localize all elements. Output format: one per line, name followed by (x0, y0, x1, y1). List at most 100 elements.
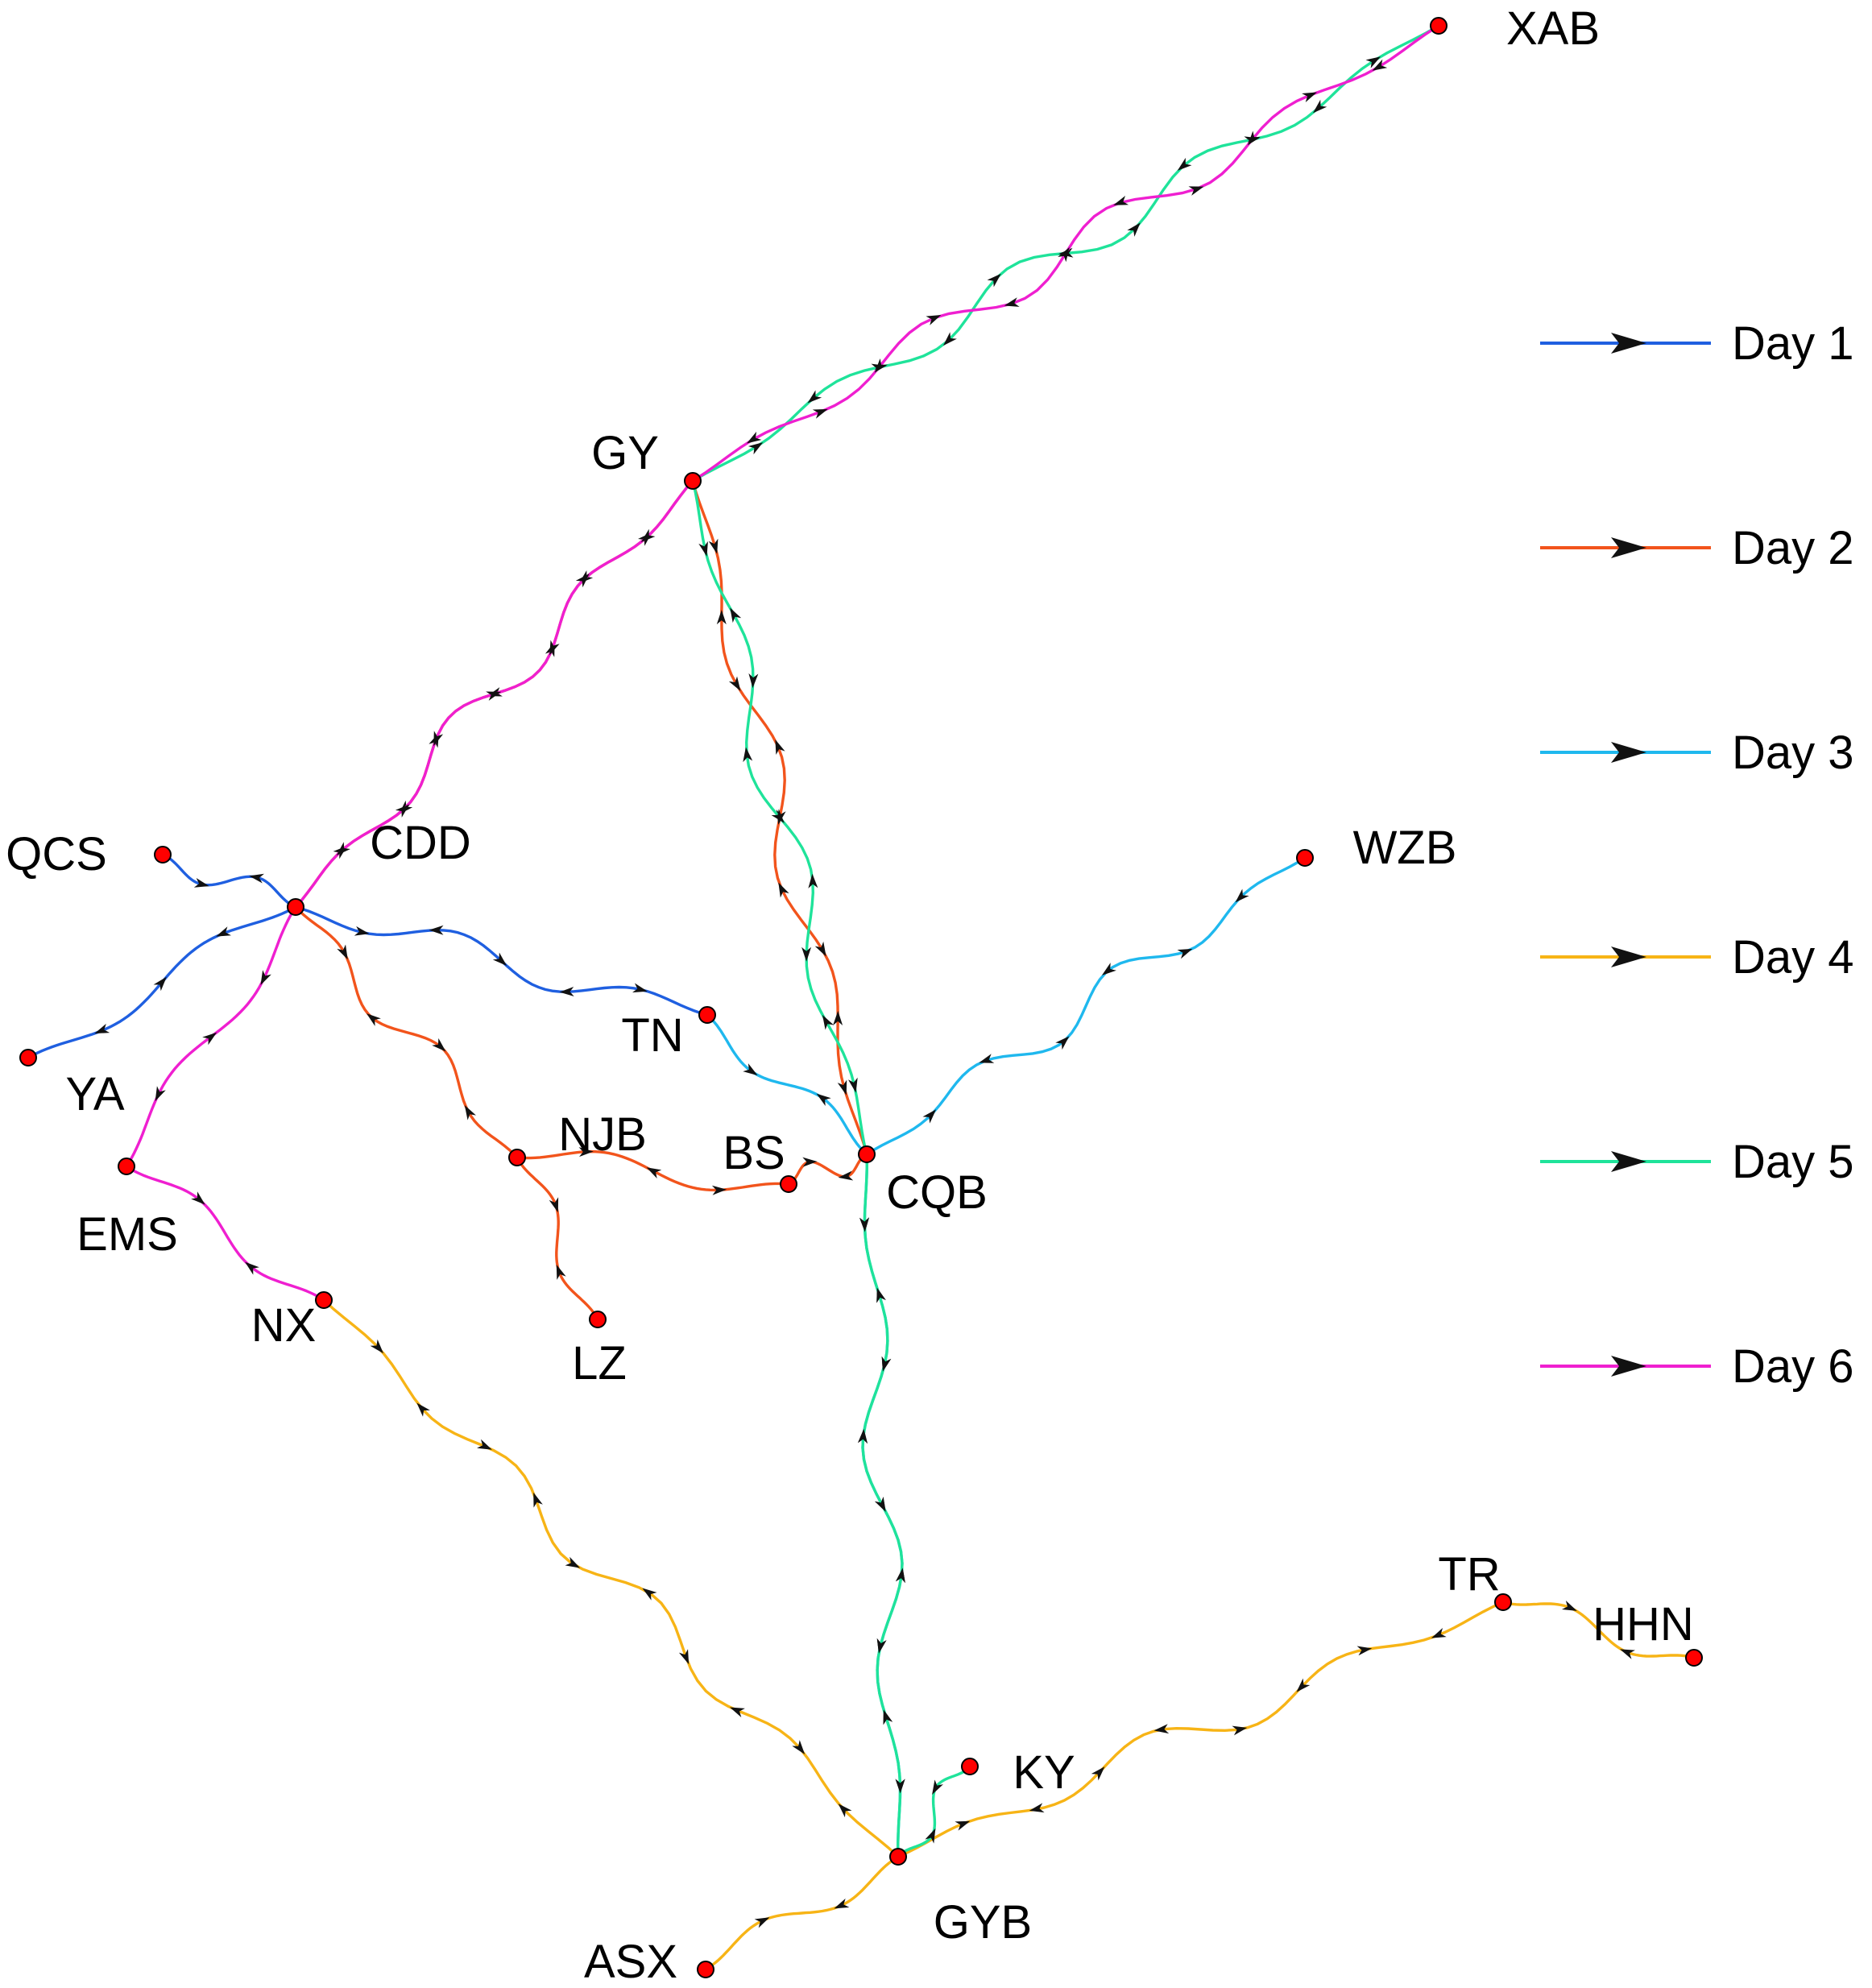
route-day6-ems-nx (126, 1165, 325, 1302)
direction-arrow-icon (1365, 56, 1381, 68)
direction-arrow-icon (876, 1638, 887, 1654)
direction-arrow-icon (153, 976, 167, 992)
legend-label: Day 2 (1732, 522, 1854, 574)
direction-arrow-icon (955, 1820, 971, 1831)
direction-arrow-icon (926, 315, 942, 325)
direction-arrow-icon (730, 607, 742, 623)
direction-arrow-icon (565, 1556, 581, 1568)
direction-arrow-icon (416, 1402, 430, 1417)
direction-arrow-icon (816, 1093, 831, 1107)
station-label-cdd: CDD (370, 817, 471, 869)
direction-arrow-icon (336, 842, 350, 855)
station-label-hhn: HHN (1592, 1598, 1694, 1650)
direction-arrow-icon (433, 731, 444, 747)
direction-arrow-icon (748, 673, 759, 689)
legend-arrow-icon (1611, 742, 1646, 763)
direction-arrow-icon (202, 1032, 217, 1046)
direction-arrow-icon (925, 1828, 936, 1844)
direction-arrow-icon (716, 610, 727, 625)
direction-arrow-icon (895, 1779, 905, 1794)
direction-arrow-icon (792, 1740, 806, 1754)
direction-arrow-icon (822, 1014, 835, 1030)
direction-arrow-icon (881, 1356, 892, 1372)
direction-arrow-icon (429, 925, 444, 935)
direction-arrow-icon (486, 691, 502, 701)
direction-arrow-icon (812, 408, 828, 419)
direction-arrow-icon (808, 873, 818, 888)
direction-arrow-icon (249, 873, 264, 884)
direction-arrow-icon (876, 1287, 886, 1303)
station-label-ems: EMS (77, 1208, 178, 1261)
route-day3-cqb-wzb (866, 856, 1306, 1156)
station-label-ya: YA (65, 1068, 124, 1120)
route-day3-tn-cqb (706, 1013, 868, 1156)
direction-arrow-icon (837, 1079, 847, 1095)
direction-arrow-icon (802, 1157, 818, 1167)
legend-arrow-icon (1611, 333, 1646, 354)
direction-arrow-icon (216, 926, 232, 937)
station-bs (780, 1175, 797, 1193)
direction-arrow-icon (533, 1492, 543, 1508)
station-lz (589, 1311, 607, 1328)
direction-arrow-icon (549, 640, 560, 656)
legend-label: Day 5 (1732, 1136, 1854, 1188)
direction-arrow-icon (642, 1588, 657, 1601)
station-label-njb: NJB (558, 1108, 647, 1161)
direction-arrow-icon (1101, 963, 1116, 975)
direction-arrow-icon (549, 1197, 559, 1213)
route-day2-njb-lz (516, 1157, 599, 1320)
direction-arrow-icon (640, 528, 656, 543)
station-label-xab: XAB (1506, 2, 1600, 55)
station-label-tr: TR (1438, 1548, 1500, 1601)
direction-arrow-icon (1312, 99, 1327, 114)
direction-arrow-icon (698, 541, 708, 557)
direction-arrow-icon (1302, 92, 1317, 103)
routes-layer (27, 24, 1695, 1971)
direction-arrow-icon (1431, 1628, 1447, 1638)
legend-label: Day 1 (1732, 317, 1854, 370)
direction-arrow-icon (193, 878, 209, 888)
direction-arrow-icon (807, 390, 822, 404)
direction-arrow-icon (922, 1109, 937, 1124)
station-ky (961, 1758, 979, 1775)
direction-arrow-icon (646, 1167, 662, 1179)
route-day4-gyb-tr (897, 1601, 1504, 1858)
direction-arrow-icon (859, 1217, 870, 1232)
station-label-bs: BS (723, 1127, 785, 1179)
direction-arrow-icon (1004, 297, 1020, 307)
legend-arrow-icon (1611, 537, 1646, 558)
direction-arrow-icon (1127, 222, 1141, 237)
direction-arrow-icon (1029, 1803, 1045, 1813)
station-xab (1430, 17, 1447, 35)
direction-arrow-icon (1296, 1678, 1311, 1692)
direction-arrow-icon (678, 1649, 690, 1665)
legend-arrow-icon (1611, 1356, 1646, 1377)
station-ems (118, 1158, 135, 1175)
legend-item-day-2: Day 2 (1540, 522, 1854, 574)
direction-arrow-icon (728, 676, 741, 692)
legend-item-day-5: Day 5 (1540, 1136, 1854, 1188)
direction-arrow-icon (492, 952, 507, 967)
direction-arrow-icon (337, 944, 348, 960)
direction-arrow-icon (1177, 157, 1192, 171)
legend-label: Day 4 (1732, 931, 1854, 984)
direction-arrow-icon (1561, 1601, 1577, 1611)
direction-arrow-icon (354, 926, 370, 936)
direction-arrow-icon (477, 1439, 492, 1450)
direction-arrow-icon (575, 574, 590, 588)
legend-arrow-icon (1611, 1151, 1646, 1172)
direction-arrow-icon (1620, 1649, 1635, 1659)
route-day5-gyb-ky (897, 1765, 971, 1858)
legend-label: Day 6 (1732, 1340, 1854, 1393)
direction-arrow-icon (708, 538, 719, 554)
station-label-gyb: GYB (934, 1896, 1033, 1949)
station-njb (508, 1149, 526, 1166)
direction-arrow-icon (814, 941, 826, 957)
station-label-tn: TN (621, 1009, 683, 1062)
direction-arrow-icon (729, 1707, 745, 1717)
station-label-nx: NX (251, 1299, 317, 1352)
direction-arrow-icon (1232, 1725, 1248, 1736)
direction-arrow-icon (366, 1013, 381, 1026)
